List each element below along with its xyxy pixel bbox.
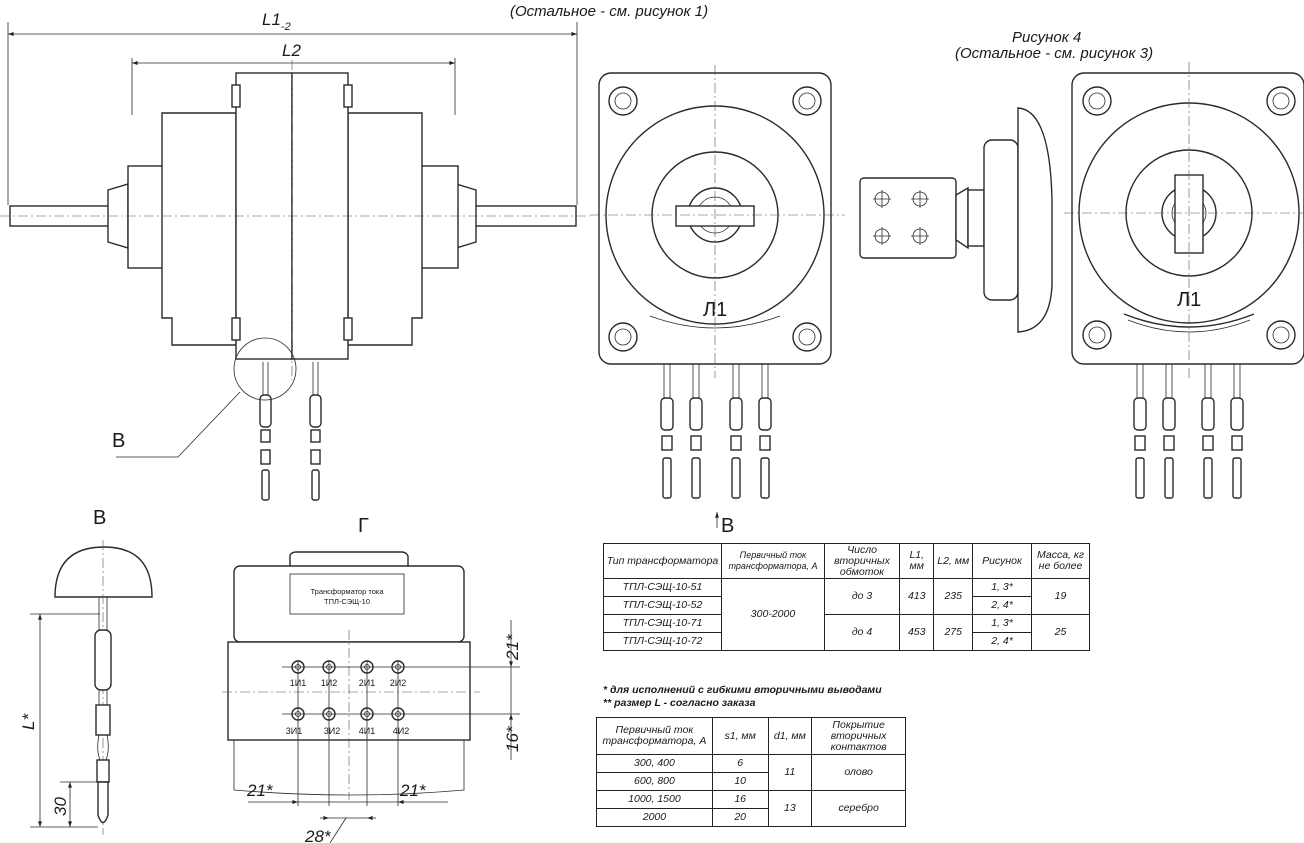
header-d1: d1, мм bbox=[767, 717, 813, 755]
dim-16-vertical: 16* bbox=[503, 725, 522, 752]
mass-cell: 19 bbox=[1031, 578, 1090, 615]
terminal-1i2: 1И2 bbox=[321, 678, 337, 688]
current-cell: 1000, 1500 bbox=[596, 790, 713, 809]
dim-l2-label: L2 bbox=[282, 41, 301, 60]
dim-l1-subscript: -2 bbox=[281, 21, 291, 33]
terminal-2i2: 2И2 bbox=[390, 678, 406, 688]
fig4-caption: (Остальное - см. рисунок 3) bbox=[955, 45, 1153, 62]
side-view-transformer: L1 -2 L2 bbox=[0, 10, 590, 501]
callout-b-label: В bbox=[112, 430, 125, 452]
header-l2: L2, мм bbox=[933, 543, 974, 579]
dim-21-left: 21* bbox=[246, 781, 274, 800]
dim-l1-label: L1 bbox=[262, 10, 281, 29]
terminal-1i1: 1И1 bbox=[290, 678, 306, 688]
polarity-l1-figure-4: Л1 bbox=[1177, 289, 1201, 311]
terminal-3i2: 3И2 bbox=[324, 726, 340, 736]
figure-cell: 1, 3* bbox=[972, 614, 1033, 633]
nameplate-line-1: Трансформатор тока bbox=[311, 587, 385, 596]
l2-cell: 235 bbox=[933, 578, 974, 615]
header-type: Тип трансформатора bbox=[603, 543, 722, 579]
s1-cell: 16 bbox=[711, 790, 769, 809]
figure-cell: 2, 4* bbox=[972, 632, 1033, 651]
note-size-l: ** размер L - согласно заказа bbox=[603, 697, 756, 709]
mass-cell: 25 bbox=[1031, 614, 1090, 651]
d1-cell: 11 bbox=[767, 754, 813, 791]
current-cell: 300-2000 bbox=[721, 578, 825, 651]
header-figure: Рисунок bbox=[972, 543, 1033, 579]
front-view-figure-4: Л1 bbox=[1064, 62, 1304, 499]
header-mass: Масса, кг не более bbox=[1031, 543, 1090, 579]
figure-cell: 1, 3* bbox=[972, 578, 1033, 597]
dim-l-star: L* bbox=[19, 713, 38, 730]
s1-cell: 20 bbox=[711, 808, 769, 827]
view-b-title: В bbox=[93, 507, 106, 529]
type-cell: ТПЛ-СЭЩ-10-71 bbox=[603, 614, 722, 633]
figure-cell: 2, 4* bbox=[972, 596, 1033, 615]
header-primary-current: Первичный ток трансформатора, А bbox=[596, 717, 713, 755]
fig3-caption: (Остальное - см. рисунок 1) bbox=[510, 3, 708, 20]
header-coating: Покрытие вторичных контактов bbox=[811, 717, 906, 755]
header-l1: L1, мм bbox=[899, 543, 935, 579]
terminal-4i2: 4И2 bbox=[393, 726, 409, 736]
dim-28: 28* bbox=[304, 827, 332, 843]
d1-cell: 13 bbox=[767, 790, 813, 827]
terminal-4i1: 4И1 bbox=[359, 726, 375, 736]
windings-cell: до 3 bbox=[823, 578, 901, 615]
side-terminal-figure-4 bbox=[859, 107, 1053, 333]
detail-view-b: В L* 30 bbox=[19, 507, 153, 835]
terminal-2i1: 2И1 bbox=[359, 678, 375, 688]
coating-cell: серебро bbox=[811, 790, 906, 827]
leads-figure-3 bbox=[660, 364, 772, 499]
nameplate-line-2: ТПЛ-СЭЩ-10 bbox=[324, 597, 370, 606]
type-cell: ТПЛ-СЭЩ-10-51 bbox=[603, 578, 722, 597]
type-cell: ТПЛ-СЭЩ-10-72 bbox=[603, 632, 722, 651]
contacts-table: Первичный ток трансформатора, А s1, мм d… bbox=[596, 717, 906, 827]
header-s1: s1, мм bbox=[711, 717, 769, 755]
header-secondary-windings: Число вторичных обмоток bbox=[823, 543, 901, 579]
l1-cell: 453 bbox=[899, 614, 935, 651]
windings-cell: до 4 bbox=[823, 614, 901, 651]
dim-21-vertical: 21* bbox=[503, 633, 522, 661]
front-view-figure-3: Л1 bbox=[590, 65, 845, 499]
current-cell: 600, 800 bbox=[596, 772, 713, 791]
view-g-title: Г bbox=[358, 515, 369, 537]
leads-figure-4 bbox=[1133, 364, 1244, 499]
note-flexible-leads: * для исполнений с гибкими вторичными вы… bbox=[603, 684, 882, 696]
s1-cell: 6 bbox=[711, 754, 769, 773]
fig4-title: Рисунок 4 bbox=[1012, 29, 1081, 46]
type-cell: ТПЛ-СЭЩ-10-52 bbox=[603, 596, 722, 615]
coating-cell: олово bbox=[811, 754, 906, 791]
spec-table: Тип трансформатора Первичный ток трансфо… bbox=[603, 543, 1090, 651]
detail-view-g: Г Трансформатор тока ТПЛ-СЭЩ-10 bbox=[222, 515, 522, 843]
dim-21-right: 21* bbox=[399, 781, 427, 800]
current-cell: 2000 bbox=[596, 808, 713, 827]
view-b-arrow-label: В bbox=[721, 515, 734, 537]
current-cell: 300, 400 bbox=[596, 754, 713, 773]
header-primary-current: Первичный ток трансформатора, А bbox=[721, 543, 825, 579]
l2-cell: 275 bbox=[933, 614, 974, 651]
terminal-3i1: 3И1 bbox=[286, 726, 302, 736]
dim-30: 30 bbox=[51, 797, 70, 816]
l1-cell: 413 bbox=[899, 578, 935, 615]
polarity-l1-figure-3: Л1 bbox=[703, 299, 727, 321]
s1-cell: 10 bbox=[711, 772, 769, 791]
